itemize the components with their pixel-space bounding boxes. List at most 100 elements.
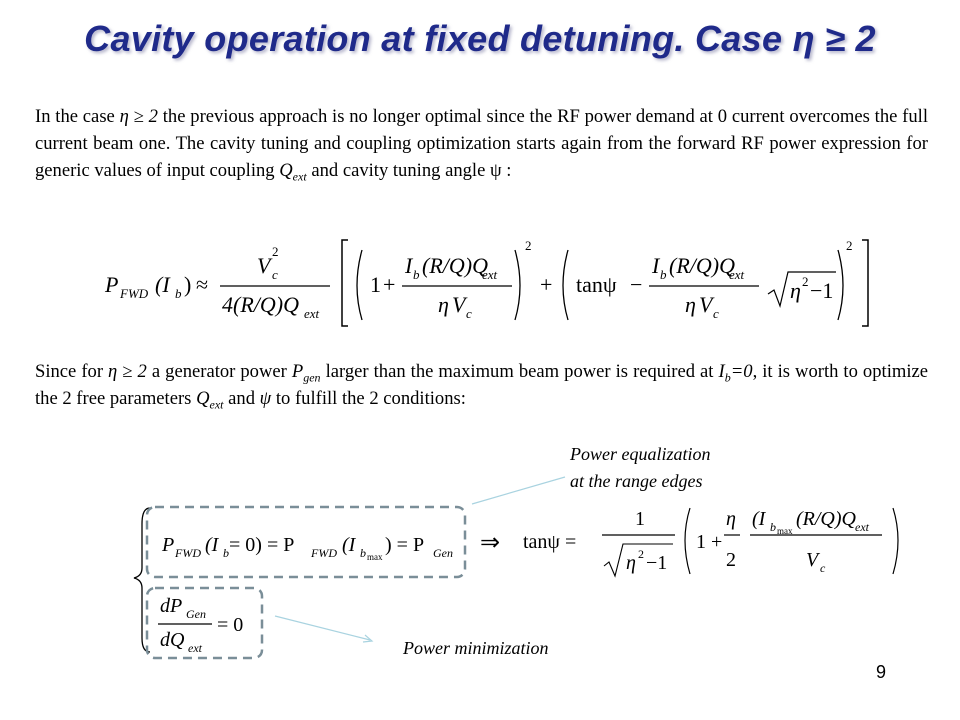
q-symbol: Q — [279, 160, 293, 181]
sol-ext: ext — [855, 520, 870, 534]
cond2-ext: ext — [188, 641, 203, 655]
page-number: 9 — [876, 662, 887, 682]
eq-sqrt-rest: −1 — [810, 278, 833, 303]
text-segment: In the case — [35, 106, 120, 127]
eq-sqrt-eta: η — [790, 278, 801, 303]
implies-arrow: ⇒ — [480, 530, 500, 556]
sol-sqrt-rest: −1 — [646, 552, 667, 574]
cond-max: max — [367, 552, 383, 562]
eq-frac2-rq: (R/Q)Q — [669, 253, 735, 278]
sol-tanpsi: tanψ = — [523, 531, 576, 553]
eta-condition: η ≥ 2 — [119, 106, 158, 127]
pfwd-equation: P FWD (I b ) ≈ V c 2 4(R/Q)Q ext 1 + I b… — [104, 238, 869, 327]
sol-sq: 2 — [638, 547, 644, 561]
sol-half-eta: η — [726, 508, 736, 530]
eta-condition: η ≥ 2 — [108, 361, 147, 382]
conditions-paragraph: Since for η ≥ 2 a generator power Pgen l… — [35, 358, 928, 412]
text-segment: larger than the maximum beam power is re… — [320, 361, 719, 382]
text-segment: and cavity tuning angle ψ : — [306, 160, 512, 181]
eq-sq1: 2 — [525, 238, 532, 253]
power-equalization-label: Power equalization at the range edges — [570, 441, 711, 495]
eq-p: P — [104, 272, 118, 297]
eq-tanpsi: tanψ — [576, 272, 617, 297]
psi-symbol: ψ — [259, 388, 272, 409]
p-symbol: P — [291, 361, 304, 382]
eq-c: c — [272, 267, 278, 282]
minimization-box — [145, 586, 264, 660]
sol-one: 1 — [635, 508, 645, 530]
eq-frac-num-b: b — [413, 267, 420, 282]
cond-p: P — [161, 534, 174, 556]
slide-title: Cavity operation at fixed detuning. Case… — [84, 18, 876, 59]
ib-symbol: I — [718, 361, 725, 382]
eq-vc3: V — [699, 292, 715, 317]
cond-ibmax: (I — [342, 534, 357, 556]
eq-c3: c — [713, 306, 719, 321]
eq-fwd: FWD — [119, 286, 149, 301]
sol-max: max — [777, 526, 793, 536]
eq-frac2-num: I — [651, 253, 661, 278]
cond-fwd2: FWD — [310, 546, 337, 560]
text-segment: , it is worth to optimize the 2 free par… — [35, 361, 928, 409]
eq-vc2: V — [452, 292, 468, 317]
text-segment: the previous approach is no longer optim… — [35, 106, 928, 181]
cond2-dp: dP — [160, 595, 182, 617]
eq-sqrt-2: 2 — [802, 274, 809, 289]
eq-den: 4(R/Q)Q — [222, 292, 299, 317]
left-brace — [133, 507, 151, 653]
sol-b: b — [770, 520, 776, 534]
eq-plus2: + — [540, 272, 552, 297]
q-subscript: ext — [292, 169, 307, 184]
cond-bmax: b — [360, 546, 366, 560]
intro-paragraph: In the case η ≥ 2 the previous approach … — [35, 103, 928, 184]
text-segment: a generator power — [146, 361, 292, 382]
eq-vc: V — [257, 253, 273, 278]
cond2-zero: = 0 — [217, 614, 243, 636]
p-subscript: gen — [303, 370, 321, 385]
power-minimization-label: Power minimization — [403, 638, 549, 658]
eq-frac2-b: b — [660, 267, 667, 282]
sol-eta: η — [626, 552, 636, 574]
sol-rq: (R/Q)Q — [796, 508, 857, 530]
ib-subscript: b — [724, 370, 731, 385]
cond-gen: Gen — [433, 546, 453, 560]
sol-two: 2 — [726, 549, 736, 571]
q-subscript: ext — [209, 397, 224, 412]
cond2-dq: dQ — [160, 629, 185, 651]
cond-b: b — [223, 546, 229, 560]
equalization-box — [145, 505, 467, 579]
label-line: Power equalization — [570, 444, 711, 464]
sol-plus: 1 + — [696, 531, 722, 553]
text-segment: to fulfill the 2 conditions: — [271, 388, 466, 409]
eq-one: 1 — [370, 272, 381, 297]
eq-plus: + — [383, 272, 395, 297]
text-segment: and — [223, 388, 260, 409]
q-symbol: Q — [196, 388, 210, 409]
arrow-equalization — [471, 476, 566, 505]
eq-minus: − — [630, 272, 642, 297]
eq-c2: c — [466, 306, 472, 321]
cond-ib0: (I — [205, 534, 220, 556]
conditions-diagram: P FWD (I b = 0) = P FWD (I b max ) = P G… — [133, 476, 899, 660]
eq-approx: ≈ — [196, 272, 208, 297]
eq-frac2-ext: ext — [729, 267, 745, 282]
eq-eta: η — [438, 292, 449, 317]
label-line: at the range edges — [570, 471, 703, 491]
eq-ib: (I — [155, 272, 171, 297]
cond-rp: ) = P — [385, 534, 424, 556]
eq-frac-ext: ext — [482, 267, 498, 282]
cond-fwd: FWD — [174, 546, 201, 560]
eq-sq: 2 — [272, 244, 279, 259]
eq-close: ) — [184, 272, 191, 297]
sol-vc: V — [806, 549, 821, 571]
arrow-minimization — [274, 615, 371, 641]
ib-value: =0 — [730, 361, 753, 382]
sol-i: (I — [752, 508, 767, 530]
eq-frac-num: I — [404, 253, 414, 278]
cond-eq0: = 0) = P — [229, 534, 294, 556]
eq-frac-rq: (R/Q)Q — [422, 253, 488, 278]
cond2-gen: Gen — [186, 607, 206, 621]
sol-c: c — [820, 561, 826, 575]
text-segment: Since for — [35, 361, 109, 382]
eq-eta2: η — [685, 292, 696, 317]
